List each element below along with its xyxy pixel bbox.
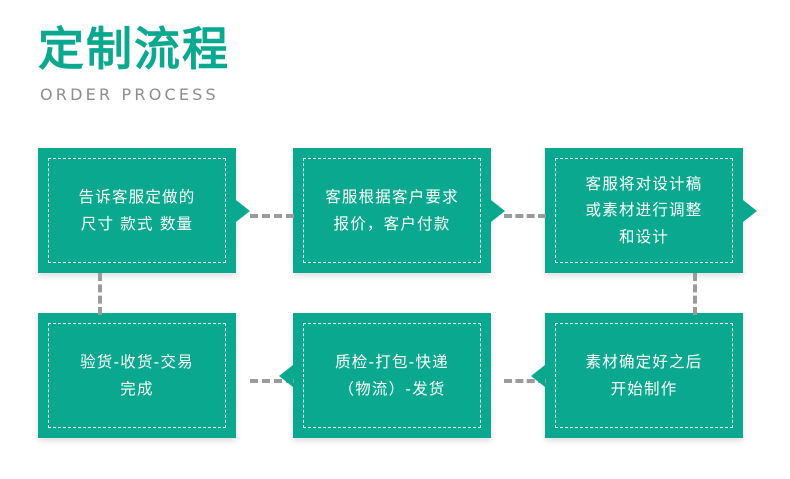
step-5-arrow-icon — [279, 364, 293, 387]
step-4-label: 素材确定好之后 开始制作 — [585, 352, 703, 398]
step-6-label: 验货-收货-交易 完成 — [80, 352, 194, 398]
step-3-arrow-icon — [743, 199, 757, 222]
step-1-arrow-icon — [236, 199, 250, 222]
step-1-label: 告诉客服定做的 尺寸 款式 数量 — [78, 187, 196, 233]
connector-4-to-5 — [504, 379, 546, 383]
page-title: 定制流程 — [38, 22, 230, 76]
step-2-label: 客服根据客户要求 报价，客户付款 — [325, 187, 459, 233]
flow-step-6[interactable]: 验货-收货-交易 完成 — [38, 313, 236, 438]
step-5-label: 质检-打包-快递 （物流）-发货 — [335, 352, 449, 398]
flow-step-3[interactable]: 客服将对设计稿 或素材进行调整 和设计 — [545, 148, 757, 273]
step-3-label: 客服将对设计稿 或素材进行调整 和设计 — [585, 174, 703, 246]
diagram-header: 定制流程 ORDER PROCESS — [38, 24, 458, 104]
flow-step-1[interactable]: 告诉客服定做的 尺寸 款式 数量 — [38, 148, 250, 273]
step-4-arrow-icon — [531, 364, 545, 387]
page-subtitle: ORDER PROCESS — [40, 84, 219, 104]
flow-step-5[interactable]: 质检-打包-快递 （物流）-发货 — [279, 313, 491, 438]
connector-3-to-4 — [693, 273, 697, 315]
flow-step-4[interactable]: 素材确定好之后 开始制作 — [531, 313, 743, 438]
connector-1-to-2 — [250, 214, 294, 218]
connector-5-to-6 — [250, 379, 294, 383]
connector-6-up — [98, 273, 102, 315]
flow-step-2[interactable]: 客服根据客户要求 报价，客户付款 — [293, 148, 505, 273]
connector-2-to-3 — [504, 214, 546, 218]
step-2-arrow-icon — [491, 199, 505, 222]
